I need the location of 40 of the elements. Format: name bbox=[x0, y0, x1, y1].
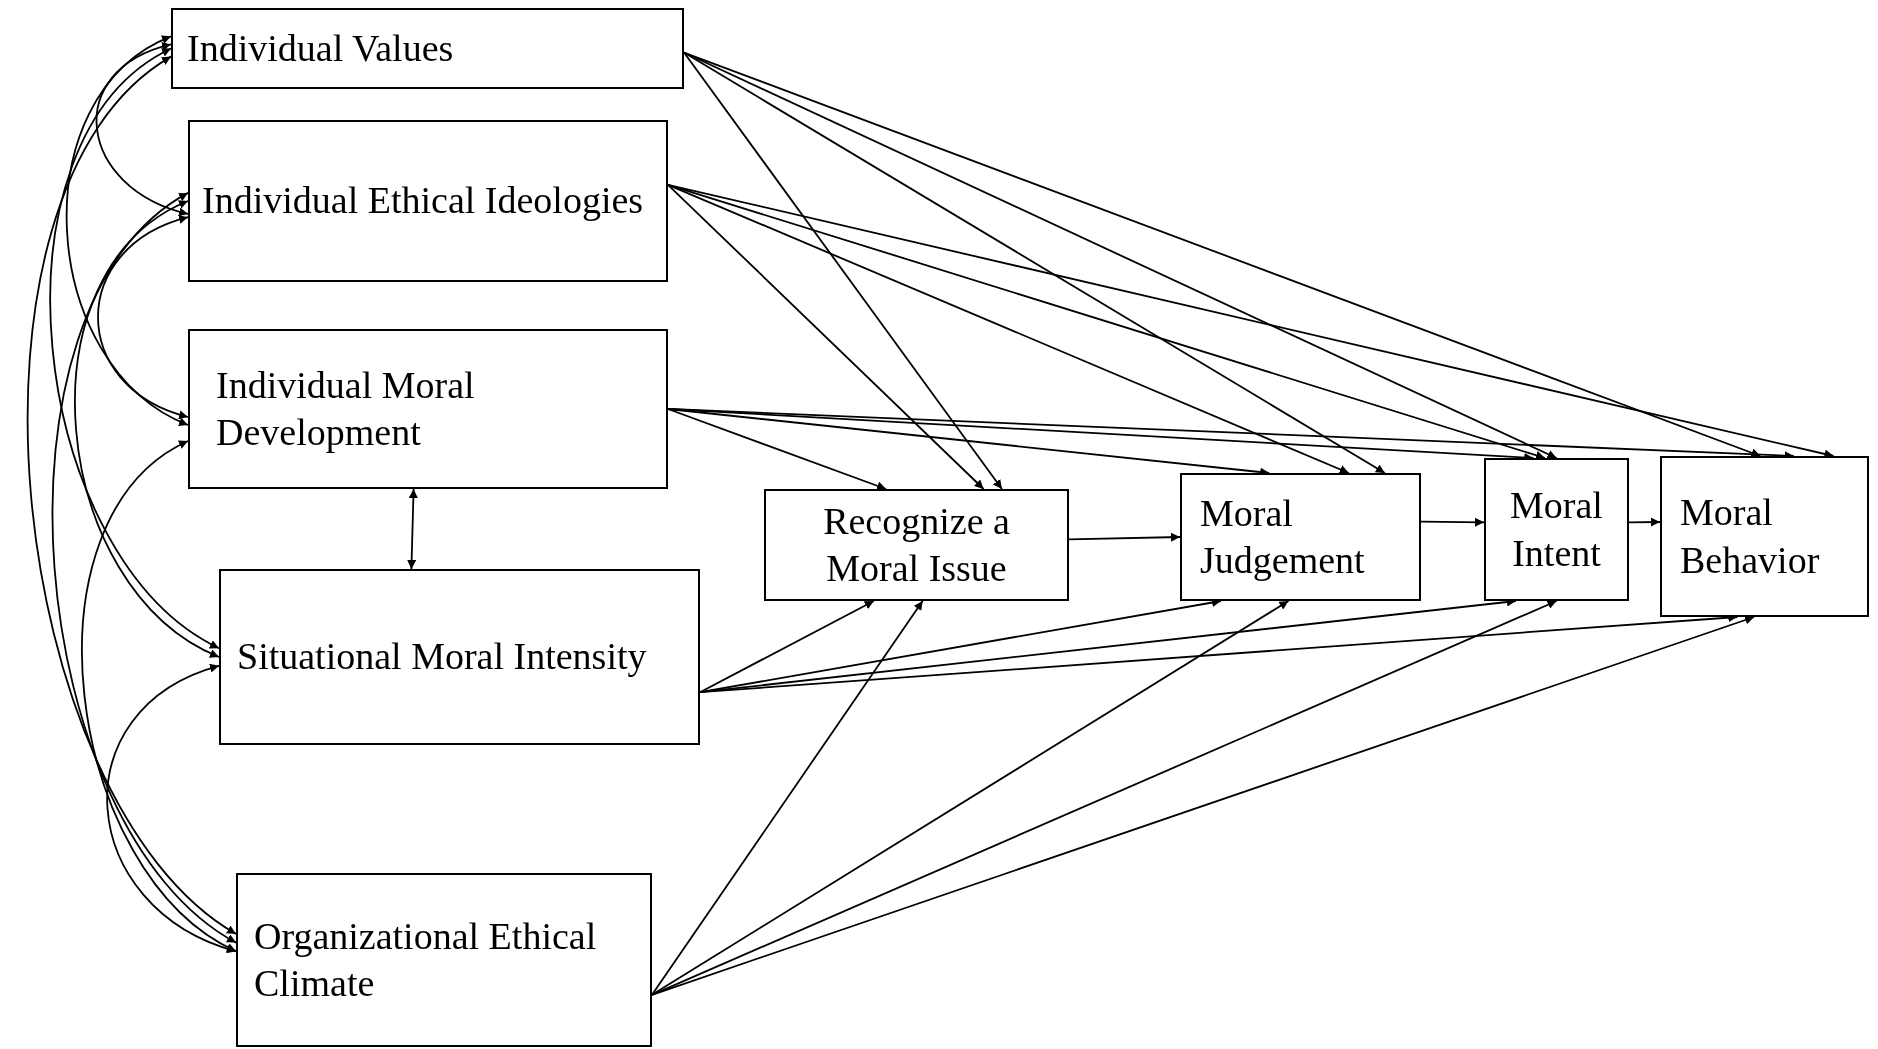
curved-arrow bbox=[74, 200, 220, 658]
process-box bbox=[1180, 473, 1421, 601]
box-label: Situational Moral Intensity bbox=[237, 634, 648, 680]
arrow bbox=[1628, 517, 1661, 527]
process-box bbox=[764, 489, 1069, 601]
curved-arrow bbox=[66, 35, 189, 426]
arrow bbox=[1420, 517, 1485, 527]
process-box bbox=[1660, 456, 1869, 617]
box-label: Organizational Ethical Climate bbox=[254, 913, 598, 1006]
arrow bbox=[667, 183, 1546, 460]
curved-arrow bbox=[81, 440, 237, 953]
process-box bbox=[188, 120, 668, 282]
curved-arrow bbox=[52, 192, 237, 944]
curved-arrow bbox=[106, 664, 237, 953]
arrow bbox=[683, 51, 1558, 459]
curved-arrow bbox=[49, 47, 220, 650]
arrow bbox=[683, 51, 1762, 458]
box-label: Moral Judgement bbox=[1200, 490, 1366, 583]
box-label: Recognize a Moral Issue bbox=[822, 498, 1011, 591]
curved-arrow bbox=[97, 215, 189, 419]
process-box bbox=[171, 8, 684, 89]
curved-arrow bbox=[26, 55, 237, 935]
box-label: Moral Behavior bbox=[1680, 490, 1821, 583]
process-box bbox=[236, 873, 652, 1047]
box-label: Individual Values bbox=[187, 25, 455, 71]
arrow bbox=[1068, 532, 1181, 542]
curved-arrow bbox=[96, 43, 189, 216]
arrow bbox=[651, 600, 924, 996]
arrow bbox=[651, 615, 1755, 996]
box-label: Individual Ethical Ideologies bbox=[202, 178, 645, 224]
arrow bbox=[651, 600, 1290, 996]
arrow bbox=[667, 408, 887, 491]
box-label: Individual Moral Development bbox=[216, 362, 476, 455]
box-label: Moral Intent bbox=[1509, 483, 1604, 576]
arrow bbox=[667, 183, 1835, 459]
arrow bbox=[699, 600, 875, 694]
arrow bbox=[407, 488, 418, 570]
process-box bbox=[188, 329, 668, 489]
process-box bbox=[1484, 458, 1629, 601]
process-box bbox=[219, 569, 700, 745]
